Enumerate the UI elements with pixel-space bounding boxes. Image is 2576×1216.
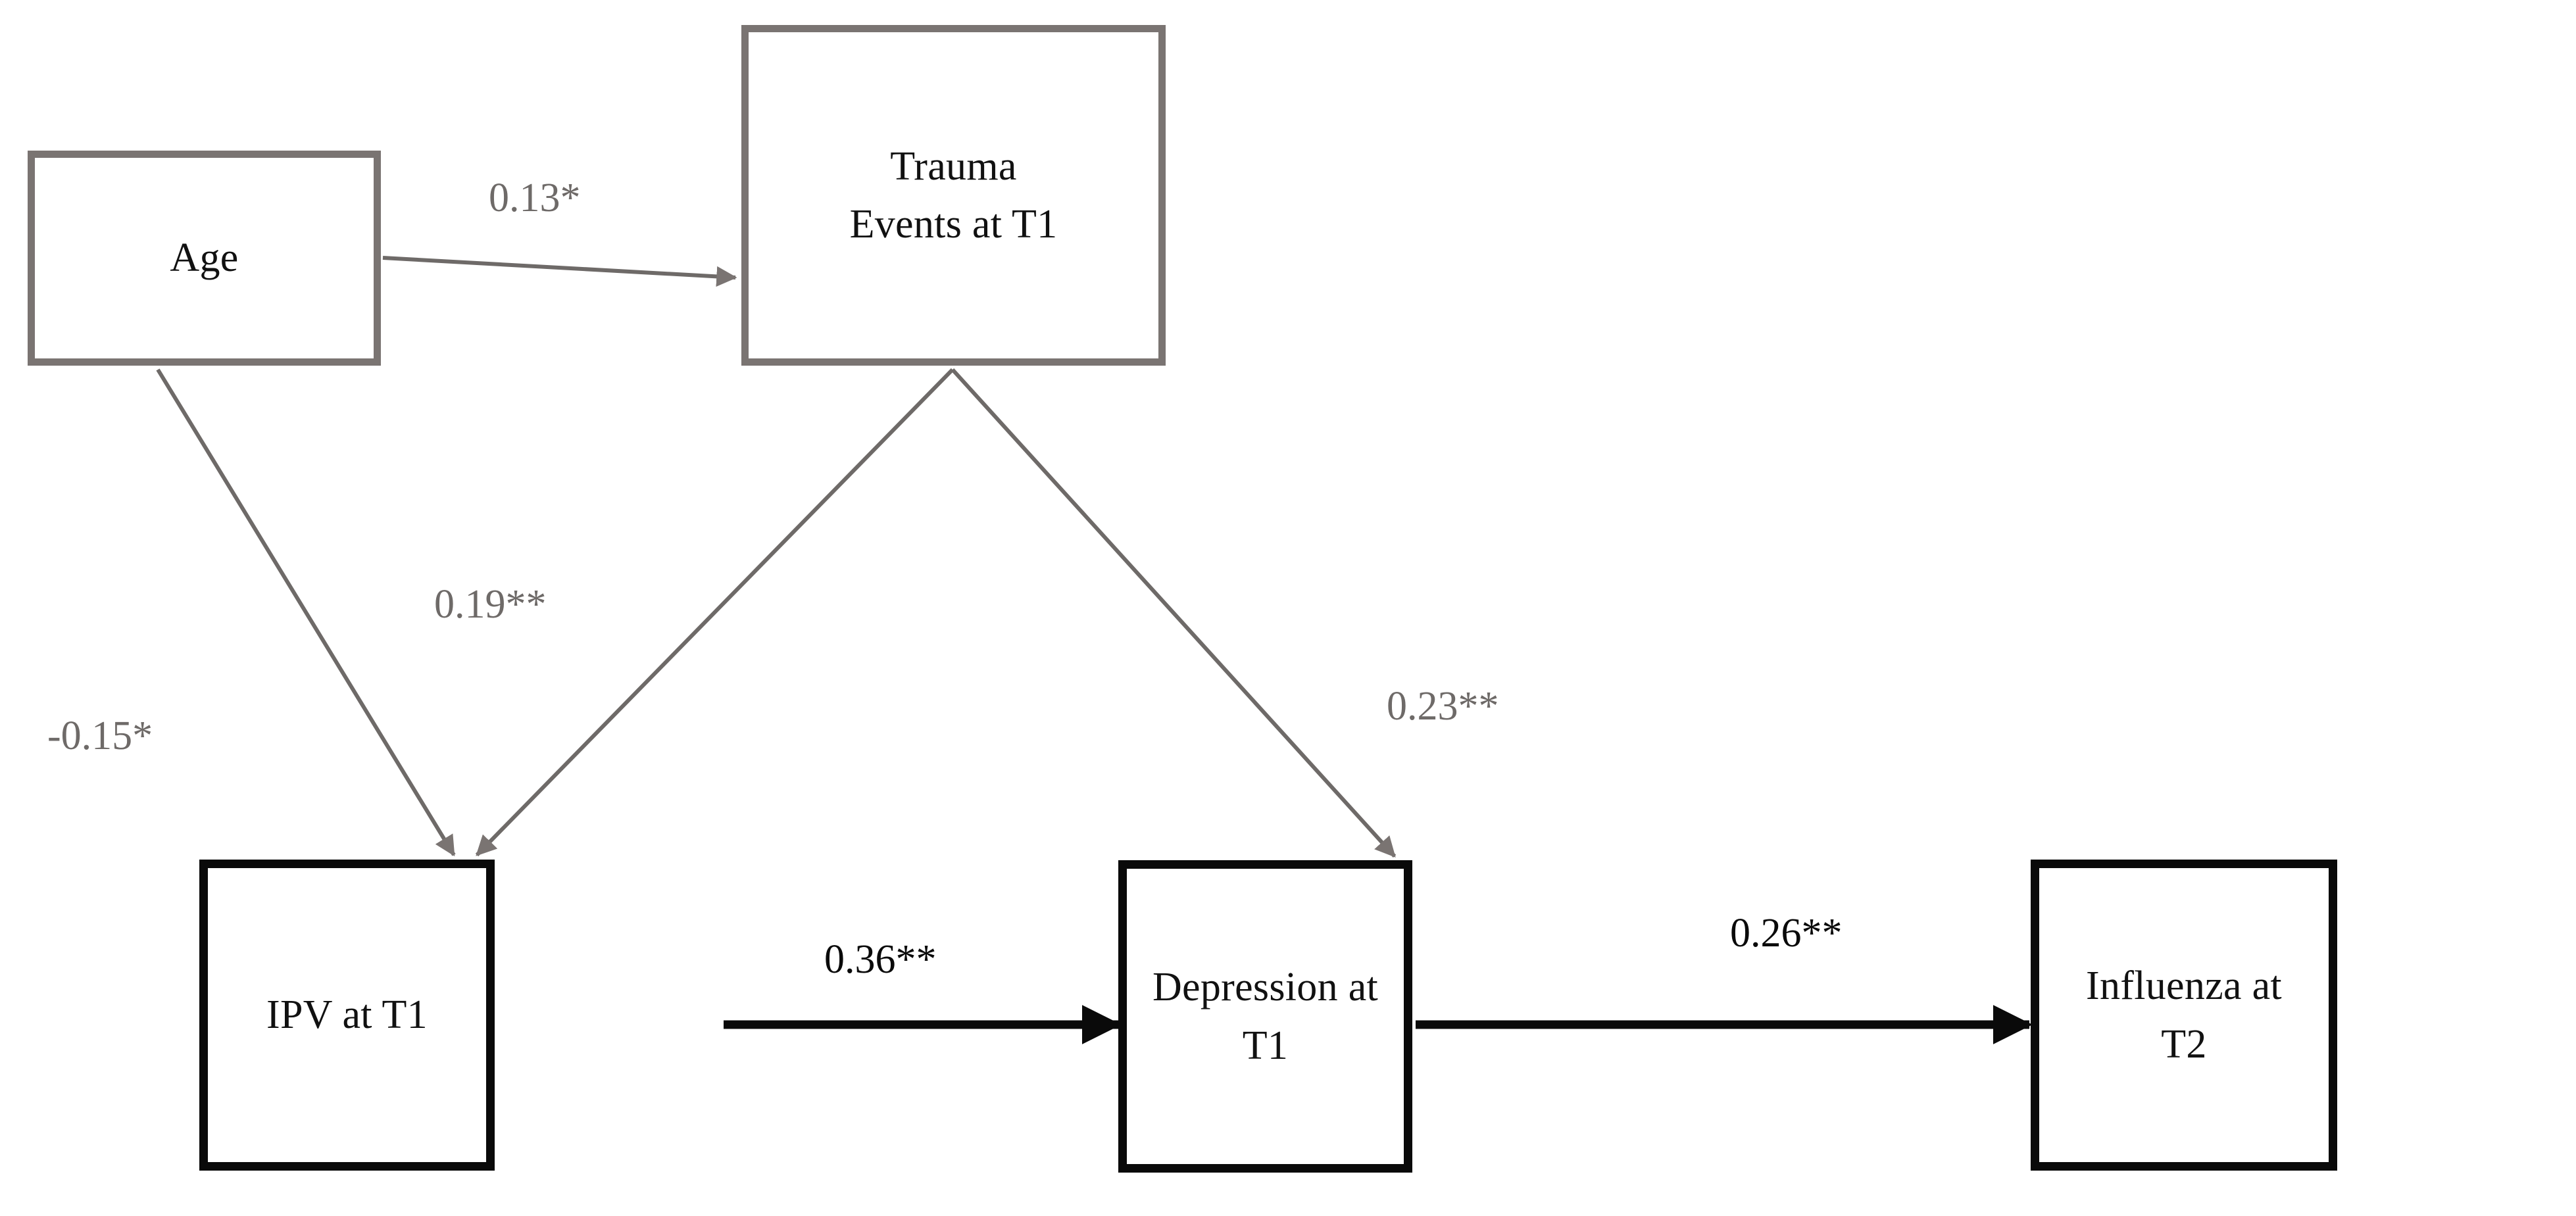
node-ipv-t1-label: IPV at T1: [266, 992, 428, 1038]
path-label-age-to-ipv: -0.15*: [47, 714, 153, 758]
node-depression-t1-label: Depression at T1: [1143, 958, 1387, 1074]
node-influenza-t2[interactable]: Influenza at T2: [2031, 860, 2337, 1171]
path-label-trauma-to-ipv: 0.19**: [434, 582, 547, 627]
node-influenza-t2-label-line2: T2: [2161, 1021, 2207, 1067]
path-label-age-to-trauma: 0.13*: [489, 176, 581, 220]
node-depression-t1-label-line2: T1: [1242, 1023, 1289, 1068]
path-age-to-ipv: [156, 368, 456, 857]
node-trauma-events-t1-label-line2: Events at T1: [849, 202, 1058, 247]
path-label-ipv-to-depression: 0.36**: [824, 937, 937, 982]
node-trauma-events-t1-label-line1: Trauma: [890, 143, 1017, 189]
path-trauma-to-ipv: [475, 368, 954, 857]
node-age-label: Age: [170, 235, 239, 281]
node-age[interactable]: Age: [28, 151, 381, 366]
node-influenza-t2-label-line1: Influenza at: [2086, 963, 2282, 1009]
node-influenza-t2-label: Influenza at T2: [2077, 957, 2291, 1073]
path-trauma-to-depression: [951, 368, 1397, 858]
node-trauma-events-t1[interactable]: Trauma Events at T1: [741, 25, 1166, 366]
path-age-to-trauma: [382, 256, 737, 287]
node-depression-t1-label-line1: Depression at: [1152, 965, 1379, 1010]
path-label-trauma-to-depression: 0.23**: [1387, 684, 1499, 729]
node-depression-t1[interactable]: Depression at T1: [1118, 860, 1412, 1173]
path-label-depression-to-influenza: 0.26**: [1730, 911, 1843, 956]
node-ipv-t1[interactable]: IPV at T1: [199, 860, 495, 1171]
node-trauma-events-t1-label: Trauma Events at T1: [841, 137, 1067, 253]
